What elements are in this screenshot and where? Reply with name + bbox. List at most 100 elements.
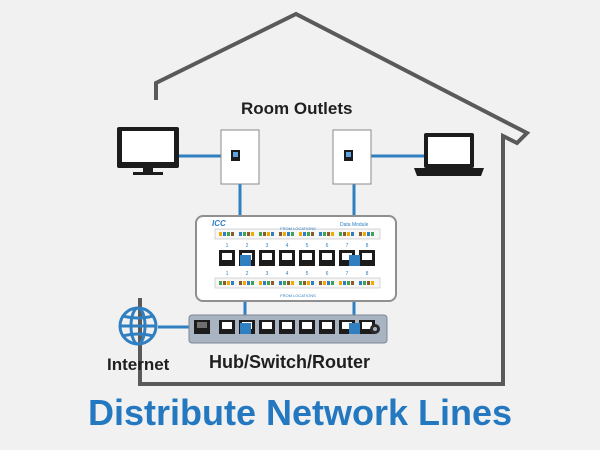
- punchdown-contact: [251, 281, 254, 285]
- page-title: Distribute Network Lines: [87, 392, 513, 433]
- panel-port-number: 2: [246, 243, 249, 249]
- punchdown-contact: [359, 232, 362, 236]
- switch-port-socket: [262, 322, 272, 329]
- switch-port-socket: [322, 322, 332, 329]
- panel-port-number: 3: [266, 243, 269, 249]
- punchdown-contact: [303, 281, 306, 285]
- panel-from-locations-top: FROM LOCATIONS: [280, 226, 316, 231]
- panel-port-number: 6: [326, 271, 329, 277]
- panel-jack-socket: [322, 253, 332, 260]
- punchdown-contact: [227, 281, 230, 285]
- switch-port-socket: [302, 322, 312, 329]
- punchdown-contact: [239, 232, 242, 236]
- punchdown-contact: [259, 281, 262, 285]
- panel-port-number: 7: [346, 271, 349, 277]
- panel-port-number: 5: [306, 243, 309, 249]
- punchdown-contact: [283, 232, 286, 236]
- panel-jack-socket: [302, 253, 312, 260]
- switch-port-socket: [222, 322, 232, 329]
- punchdown-contact: [267, 281, 270, 285]
- punchdown-contact: [359, 281, 362, 285]
- room-outlets-label: Room Outlets: [241, 99, 353, 118]
- punchdown-contact: [279, 232, 282, 236]
- punchdown-contact: [311, 232, 314, 236]
- punchdown-contact: [367, 232, 370, 236]
- punchdown-contact: [267, 232, 270, 236]
- punchdown-contact: [363, 281, 366, 285]
- panel-port-number: 8: [366, 243, 369, 249]
- punchdown-contact: [371, 281, 374, 285]
- panel-module-name: Data Module: [340, 222, 369, 228]
- panel-logo: ICC: [212, 219, 226, 228]
- punchdown-contact: [239, 281, 242, 285]
- punchdown-contact: [343, 232, 346, 236]
- punchdown-contact: [319, 281, 322, 285]
- panel-port-number: 4: [286, 271, 289, 277]
- panel-jack-socket: [262, 253, 272, 260]
- punchdown-contact: [247, 232, 250, 236]
- punchdown-contact: [247, 281, 250, 285]
- punchdown-contact: [271, 232, 274, 236]
- punchdown-contact: [339, 281, 342, 285]
- punchdown-contact: [219, 232, 222, 236]
- punchdown-contact: [263, 232, 266, 236]
- punchdown-contact: [223, 281, 226, 285]
- punchdown-contact: [219, 281, 222, 285]
- punchdown-contact: [283, 281, 286, 285]
- punchdown-contact: [227, 232, 230, 236]
- switch-port-socket: [362, 322, 372, 329]
- punchdown-contact: [371, 232, 374, 236]
- punchdown-contact: [363, 232, 366, 236]
- punchdown-contact: [307, 281, 310, 285]
- punchdown-contact: [303, 232, 306, 236]
- panel-port-number: 1: [226, 243, 229, 249]
- punchdown-contact: [279, 281, 282, 285]
- punchdown-contact: [259, 232, 262, 236]
- punchdown-contact: [263, 281, 266, 285]
- punchdown-contact: [231, 232, 234, 236]
- punchdown-contact: [343, 281, 346, 285]
- punchdown-contact: [351, 281, 354, 285]
- panel-port-number: 8: [366, 271, 369, 277]
- hub-switch-router-label: Hub/Switch/Router: [209, 352, 370, 372]
- punchdown-contact: [251, 232, 254, 236]
- punchdown-contact: [319, 232, 322, 236]
- punchdown-contact: [291, 232, 294, 236]
- switch-port-socket: [342, 322, 352, 329]
- punchdown-contact: [323, 232, 326, 236]
- punchdown-contact: [307, 232, 310, 236]
- punchdown-contact: [347, 281, 350, 285]
- panel-jack-socket: [222, 253, 232, 260]
- panel-jack-socket: [282, 253, 292, 260]
- punchdown-contact: [287, 281, 290, 285]
- punchdown-contact: [299, 281, 302, 285]
- panel-port-number: 3: [266, 271, 269, 277]
- punchdown-contact: [351, 232, 354, 236]
- punchdown-contact: [291, 281, 294, 285]
- house-outline: [138, 11, 531, 386]
- punchdown-contact: [271, 281, 274, 285]
- monitor-icon: [117, 127, 179, 175]
- punchdown-contact: [311, 281, 314, 285]
- punchdown-contact: [327, 232, 330, 236]
- wall-outlet-left: [220, 129, 260, 185]
- wall-outlet-right: [332, 129, 372, 185]
- punchdown-contact: [299, 232, 302, 236]
- cable-endpoints: [240, 255, 360, 334]
- panel-port-number: 2: [246, 271, 249, 277]
- panel-port-number: 7: [346, 243, 349, 249]
- panel-port-number: 6: [326, 243, 329, 249]
- punchdown-contact: [331, 232, 334, 236]
- switch-port-socket: [282, 322, 292, 329]
- globe-icon: [118, 306, 158, 346]
- punchdown-contact: [243, 232, 246, 236]
- punchdown-contact: [331, 281, 334, 285]
- punchdown-contact: [287, 232, 290, 236]
- laptop-icon: [414, 133, 484, 176]
- punchdown-contact: [327, 281, 330, 285]
- internet-label: Internet: [107, 355, 170, 374]
- panel-jack-socket: [342, 253, 352, 260]
- network-switch-icon: [188, 314, 388, 344]
